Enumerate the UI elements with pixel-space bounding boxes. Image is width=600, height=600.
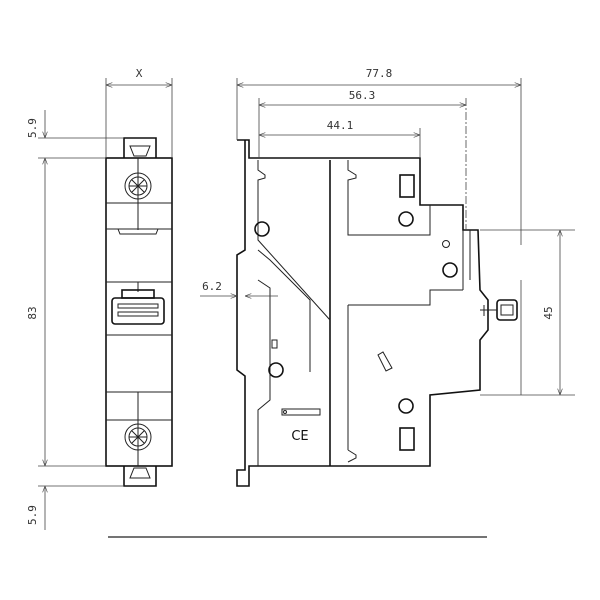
dim-toggle-height-label: 45	[542, 306, 555, 319]
side-view: CE	[236, 139, 518, 487]
test-slot	[377, 351, 393, 372]
dim-width-label: X	[136, 67, 143, 80]
front-dimensions: X 5.9 83 5.9	[26, 67, 173, 530]
dim-din-offset-label: 6.2	[202, 280, 222, 293]
bottom-din-clip	[123, 466, 157, 487]
top-terminal-screw-icon	[124, 172, 152, 200]
indicator-window-top	[399, 174, 415, 198]
dim-depth-mid-label: 56.3	[349, 89, 376, 102]
toggle-lever	[111, 289, 165, 325]
toggle-side	[480, 299, 518, 321]
dim-overall-depth-label: 77.8	[366, 67, 393, 80]
side-dimensions: 77.8 56.3 44.1 6.2 45	[200, 67, 575, 396]
ce-mark: CE	[291, 429, 308, 444]
top-din-clip	[123, 137, 157, 158]
dim-clip-top-label: 5.9	[26, 118, 39, 138]
front-view	[105, 137, 173, 487]
dim-height-label: 83	[26, 306, 39, 319]
dim-depth-front-label: 44.1	[327, 119, 354, 132]
indicator-window-bottom	[399, 427, 415, 451]
dim-clip-bottom-label: 5.9	[26, 505, 39, 525]
bottom-terminal-screw-icon	[124, 423, 152, 451]
